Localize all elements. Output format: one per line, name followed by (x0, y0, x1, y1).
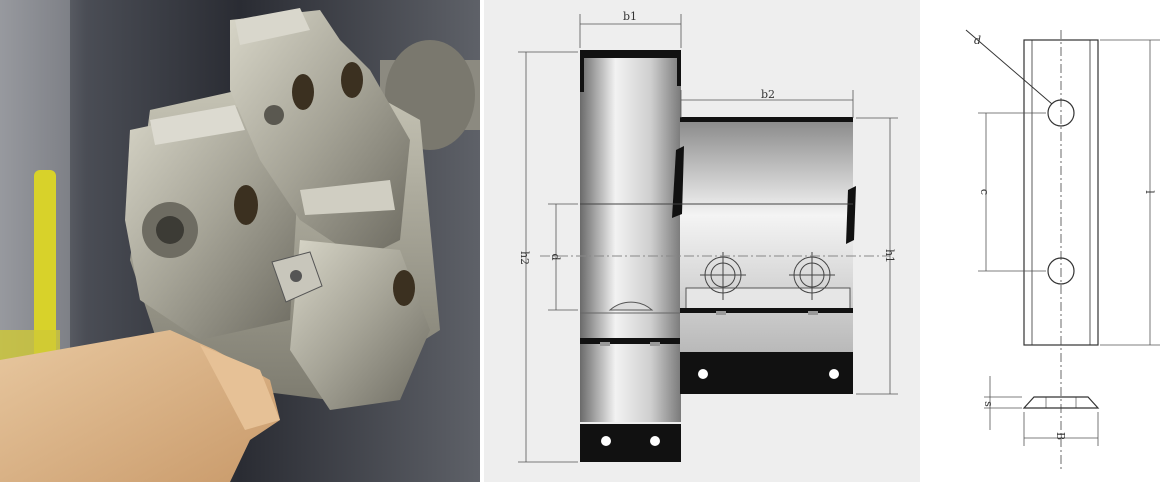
label-b2: b2 (761, 88, 775, 101)
insert-screw (290, 270, 302, 282)
right-right-knife (846, 186, 856, 244)
dimension-c (978, 112, 1046, 272)
left-lower-bar-tab-1 (600, 342, 610, 346)
cutter-section-view: b1 b2 h2 d h1 (518, 10, 898, 463)
label-c: c (978, 189, 991, 195)
center-bolt-core (156, 216, 184, 244)
label-h2: h2 (518, 251, 531, 265)
dimension-h2 (518, 51, 578, 463)
knife-outline (1023, 39, 1099, 346)
dimension-h1 (856, 117, 898, 395)
clamp-hole-4 (393, 270, 415, 306)
label-b1: b1 (623, 10, 637, 23)
knife-cross-section (1022, 396, 1100, 409)
right-middle-bar-tab-2 (808, 311, 818, 315)
dimension-s (984, 376, 1022, 430)
bolt-hole-right (789, 252, 835, 300)
insert-knife-view: d c l s B (965, 29, 1160, 470)
insert-knife-drawing: d c l s B (924, 0, 1162, 482)
left-half-bore (608, 301, 654, 311)
dimension-d (548, 203, 578, 311)
knife-hole-top (1047, 99, 1075, 127)
bolt-hole-left (700, 252, 746, 300)
label-l: l (1143, 190, 1156, 194)
left-cutter-body (580, 52, 681, 422)
label-h1: h1 (883, 249, 896, 263)
knife-edge-2 (150, 105, 245, 145)
wood-workpiece (0, 330, 280, 482)
right-middle-bar (680, 308, 853, 313)
cutter-technical-drawing: b1 b2 h2 d h1 (484, 0, 920, 482)
yellow-guard (34, 170, 56, 370)
knife-hole-bottom (1047, 257, 1075, 285)
dimension-b2 (680, 90, 854, 118)
clamp-hole-2 (341, 62, 363, 98)
left-bottom-block (580, 424, 681, 462)
label-b: B (1054, 432, 1067, 440)
left-top-knife-side (580, 58, 584, 92)
wood-profile-edge (200, 345, 280, 430)
right-left-knife (672, 146, 684, 218)
cutter-head-photo (0, 0, 480, 482)
left-lower-bar-tab-2 (650, 342, 660, 346)
left-bottom-hole-1 (601, 436, 611, 446)
hole-diameter-leader (965, 29, 1053, 105)
left-lower-bar (580, 338, 681, 344)
left-top-knife-side-right (677, 58, 681, 86)
label-s: s (982, 401, 995, 407)
dimension-b1 (579, 14, 682, 48)
left-top-knife (580, 50, 681, 58)
right-middle-bar-tab-1 (716, 311, 726, 315)
knife-edge-1 (235, 8, 310, 45)
right-top-knife (680, 117, 853, 122)
left-bottom-hole-2 (650, 436, 660, 446)
cutter-head-illustration (0, 0, 480, 482)
screw-head-1 (264, 105, 284, 125)
cutter-body-front (125, 100, 300, 340)
dimension-l (1100, 39, 1160, 346)
right-bottom-hole-2 (829, 369, 839, 379)
clamp-hole-1 (292, 74, 314, 110)
label-d: d (549, 253, 562, 260)
clamp-hole-3 (234, 185, 258, 225)
right-bottom-block (680, 352, 853, 394)
right-bore-strip (685, 287, 851, 311)
dimension-b (1023, 412, 1099, 446)
label-hole-diameter: d (974, 34, 981, 47)
knife-edge-3 (300, 180, 395, 215)
right-bottom-hole-1 (698, 369, 708, 379)
